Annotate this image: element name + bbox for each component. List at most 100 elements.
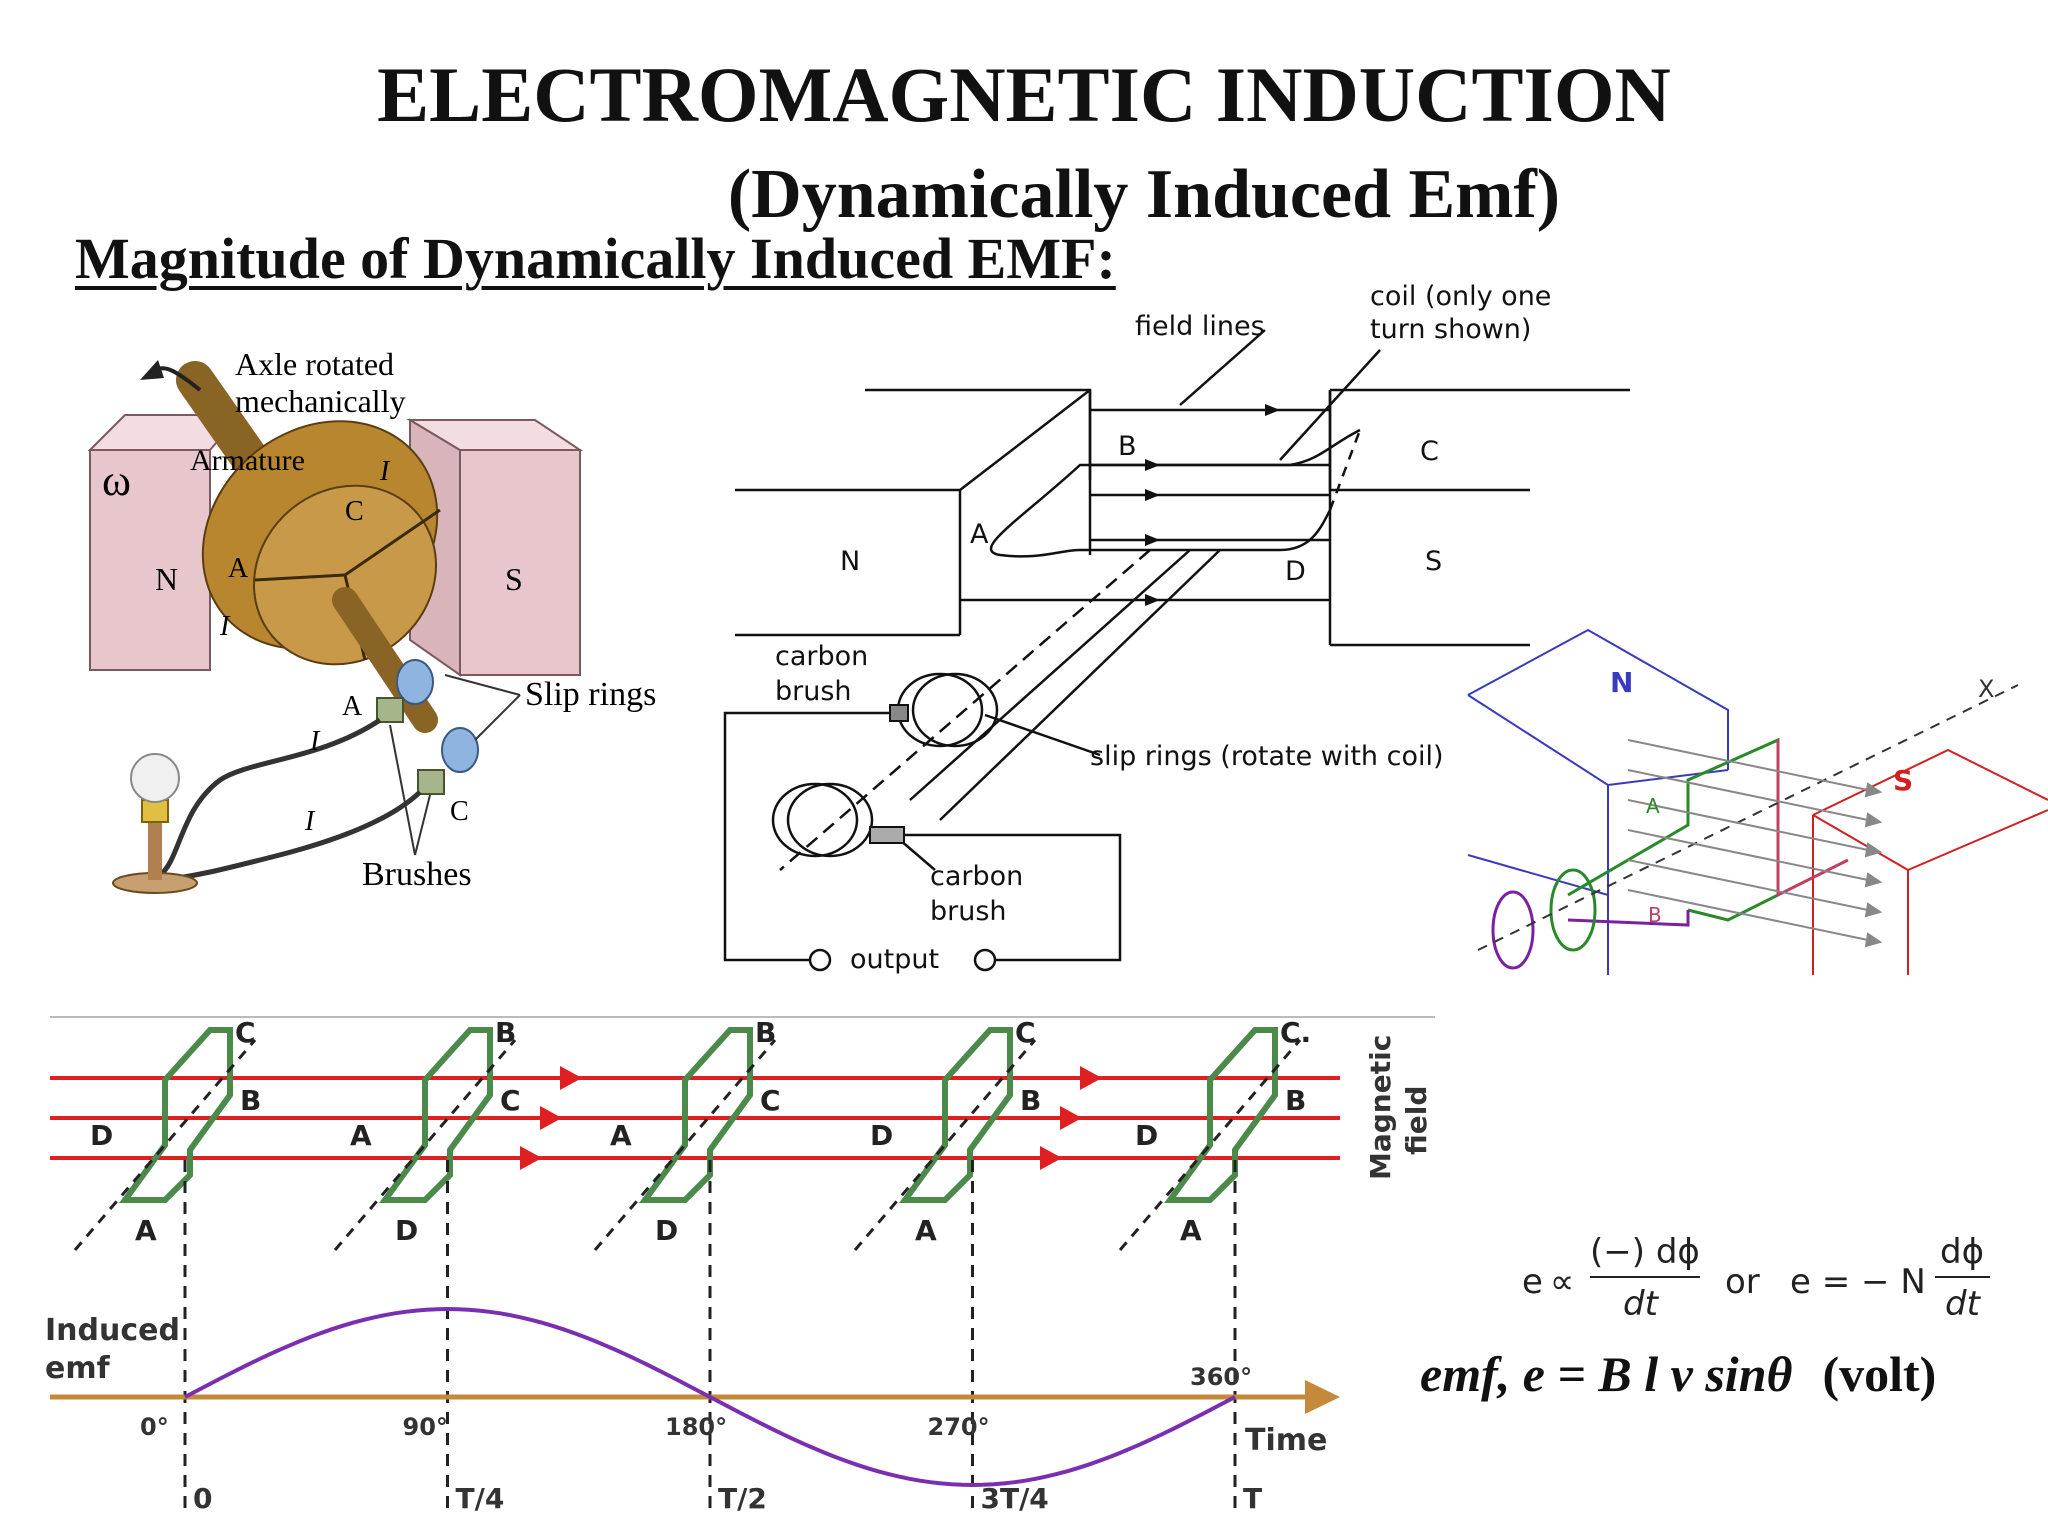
north-pole-outline — [735, 389, 1091, 492]
coil-top-label: B — [755, 1016, 776, 1049]
point-c-label: C — [345, 496, 364, 527]
brushes-label: Brushes — [362, 856, 472, 893]
period-label: 0 — [193, 1482, 212, 1515]
coil-loop — [639, 1027, 753, 1203]
point-a-label: A — [228, 553, 249, 584]
coil-left-label: D — [870, 1119, 893, 1152]
coil-bottom-label: D — [655, 1214, 678, 1247]
leader-line — [414, 794, 431, 856]
slip-ring — [896, 672, 984, 748]
field-arrow — [1265, 404, 1280, 416]
coil-top-label: B — [495, 1016, 516, 1049]
current-label: I — [309, 726, 321, 757]
point-c-label: C — [1420, 436, 1439, 467]
south-label: S — [505, 561, 523, 597]
brush — [417, 769, 445, 795]
period-label: 3T/4 — [981, 1482, 1049, 1515]
field-line — [1627, 769, 1869, 821]
carbon-brush-label-1: carbon — [930, 861, 1023, 892]
induced-emf-label-2: emf — [45, 1351, 111, 1386]
period-label: T/2 — [718, 1482, 767, 1515]
coil-lead — [1567, 910, 1690, 927]
page-subtitle: (Dynamically Induced Emf) — [727, 156, 1561, 233]
field-arrow — [1145, 534, 1160, 546]
coil-bottom-label: A — [1180, 1214, 1202, 1247]
coil-mid-label: C — [500, 1084, 521, 1117]
slip-ring — [1549, 868, 1597, 952]
slip-rings-label: slip rings (rotate with coil) — [1090, 741, 1444, 772]
formula-e: e — [1522, 1262, 1543, 1302]
field-arrow — [520, 1146, 542, 1170]
point-b-label: B — [1648, 903, 1662, 927]
point-a-label: A — [1646, 794, 1660, 818]
carbon-brush-label-2: brush — [930, 896, 1007, 927]
output-terminal — [973, 948, 997, 972]
slip-rings-label: Slip rings — [525, 676, 656, 713]
field-line — [1627, 739, 1869, 791]
field-line — [1627, 859, 1869, 911]
slip-ring — [771, 782, 859, 858]
coil-lead — [909, 549, 1191, 801]
angle-label: 90° — [403, 1413, 448, 1441]
leader-line — [1179, 329, 1266, 406]
coil-left-label: D — [90, 1119, 113, 1152]
formula-numerator: (−) dϕ — [1590, 1232, 1700, 1272]
slip-ring — [396, 659, 434, 705]
armature-slot — [344, 508, 441, 577]
coil-loop — [1164, 1027, 1278, 1203]
angle-label: 0° — [140, 1413, 169, 1441]
slip-ring — [441, 727, 479, 773]
coil-top-label: C — [235, 1016, 256, 1049]
slip-ring — [1491, 890, 1535, 970]
coil-left-label: D — [1135, 1119, 1158, 1152]
coil-loop — [999, 509, 1332, 558]
current-label: I — [219, 611, 231, 642]
coil-loop — [989, 428, 1361, 557]
field-arrow — [1040, 1146, 1062, 1170]
generator-illustration: Axle rotated mechanically ω Armature N S… — [87, 346, 656, 894]
lamp-socket — [141, 799, 169, 823]
coil-line-diagram: field lines coil (only one turn shown) N… — [723, 281, 1630, 975]
output-label: output — [850, 944, 939, 975]
coil-lead — [939, 549, 1221, 821]
field-line — [1627, 799, 1869, 851]
emf-formula: emf, e = B l v sinθ(volt) — [1420, 1345, 1936, 1403]
leader-line — [1279, 349, 1381, 461]
formula-proportional: ∝ — [1550, 1262, 1574, 1302]
north-pole-outline — [865, 388, 1092, 480]
field-arrow — [1145, 459, 1160, 471]
lamp-stand — [148, 820, 162, 880]
south-label: S — [1425, 546, 1442, 577]
south-pole-outline — [1812, 748, 2048, 816]
field-arrow — [1145, 489, 1160, 501]
current-label: I — [379, 456, 391, 487]
north-label: N — [1610, 666, 1633, 699]
south-label: S — [1893, 764, 1913, 797]
rotation-arrowhead — [140, 360, 164, 380]
armature-label: Armature — [190, 444, 305, 477]
angle-label: 180° — [665, 1413, 727, 1441]
leader-line — [984, 713, 1101, 757]
coil-left-label: A — [610, 1119, 632, 1152]
time-axis-arrowhead — [1305, 1380, 1340, 1414]
current-label: I — [304, 806, 316, 837]
field-arrow — [1864, 872, 1883, 888]
north-pole-outline — [1467, 854, 1609, 896]
leader-line — [444, 674, 521, 696]
point-d-label: D — [1285, 556, 1306, 587]
coil-bottom-label: D — [395, 1214, 418, 1247]
coil-position: C.BDA — [1118, 1016, 1311, 1251]
coil-mid-label: B — [1020, 1084, 1041, 1117]
time-label: Time — [1245, 1423, 1327, 1458]
field-arrow — [540, 1106, 562, 1130]
coil-bottom-label: A — [915, 1214, 937, 1247]
angle-label: 360° — [1190, 1363, 1252, 1391]
field-arrow — [1864, 902, 1883, 918]
output-wire — [723, 711, 895, 962]
emf-unit: (volt) — [1822, 1346, 1937, 1402]
formula-or: or — [1725, 1262, 1760, 1302]
coil-label-2: turn shown) — [1370, 314, 1531, 345]
